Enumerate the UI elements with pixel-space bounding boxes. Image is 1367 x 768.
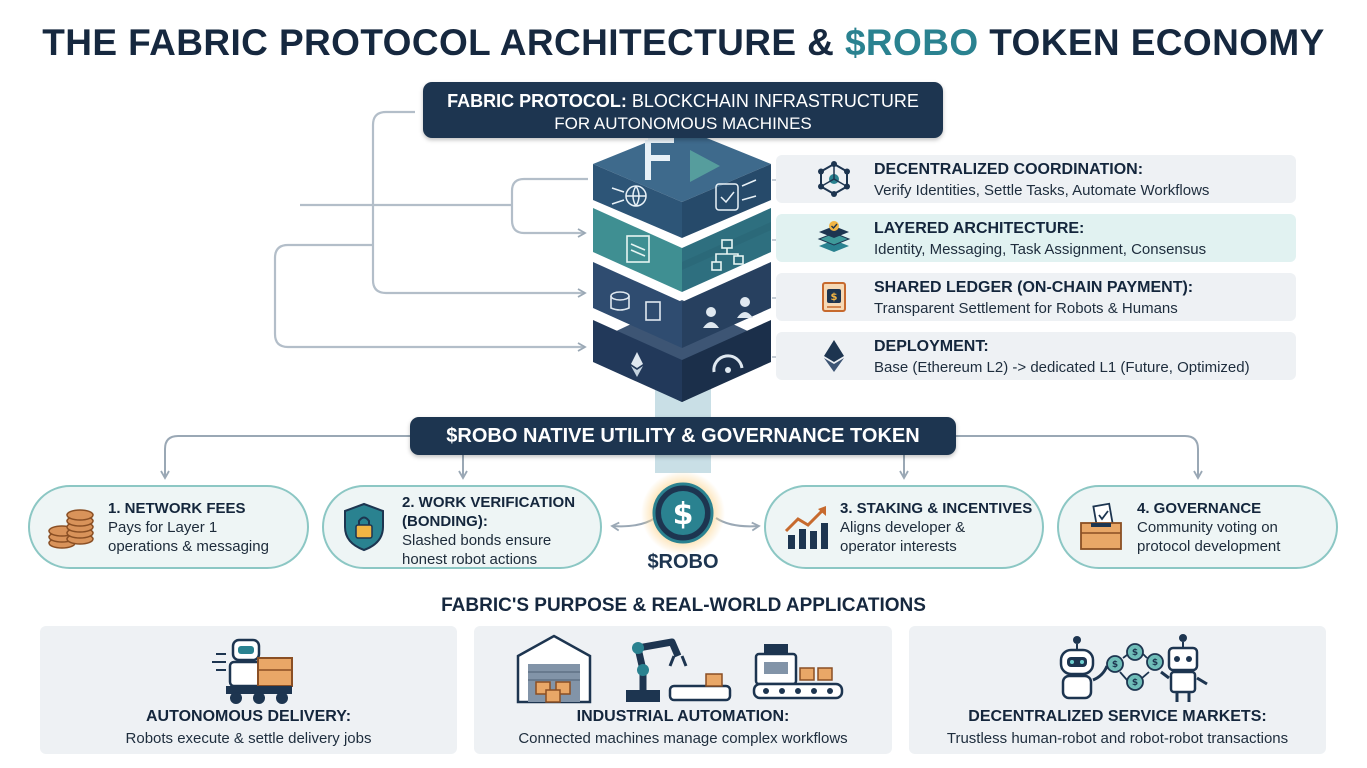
layer-box-architecture: LAYERED ARCHITECTURE: Identity, Messagin… (776, 214, 1296, 262)
page-title: THE FABRIC PROTOCOL ARCHITECTURE & $ROBO… (0, 22, 1367, 64)
robot-exchange-icon: $ $ $ $ (1059, 634, 1208, 702)
utility-governance: 4. GOVERNANCE Community voting on protoc… (1057, 485, 1338, 569)
app-industrial-automation: INDUSTRIAL AUTOMATION: Connected machine… (474, 626, 892, 754)
utility-line: Slashed bonds ensure (402, 532, 552, 549)
utility-line: Aligns developer & (840, 519, 966, 536)
layer-description: Transparent Settlement for Robots & Huma… (874, 300, 1178, 317)
protocol-banner-rest: BLOCKCHAIN INFRASTRUCTURE (626, 91, 919, 111)
layer-box-coordination: DECENTRALIZED COORDINATION: Verify Ident… (776, 155, 1296, 203)
growth-chart-icon (784, 506, 828, 549)
coin-stack-icon (48, 509, 94, 549)
svg-text:$: $ (673, 497, 694, 532)
svg-text:$: $ (1112, 660, 1118, 670)
layer-box-deployment: DEPLOYMENT: Base (Ethereum L2) -> dedica… (776, 332, 1296, 380)
utility-network-fees: 1. NETWORK FEES Pays for Layer 1 operati… (28, 485, 309, 569)
layer-box-ledger: $ SHARED LEDGER (ON-CHAIN PAYMENT): Tran… (776, 273, 1296, 321)
svg-text:$: $ (1152, 658, 1158, 668)
layer-heading: DEPLOYMENT: (874, 338, 989, 355)
svg-text:$: $ (1132, 648, 1138, 658)
layered-architecture-block (593, 208, 771, 292)
utility-line: operations & messaging (108, 538, 269, 555)
utility-text: 3. STAKING & INCENTIVES Aligns developer… (840, 499, 1032, 556)
delivery-robot-icon (212, 638, 293, 704)
utility-work-verification: 2. WORK VERIFICATION (BONDING): Slashed … (322, 485, 602, 569)
layer-description: Identity, Messaging, Task Assignment, Co… (874, 241, 1207, 258)
app-description: Robots execute & settle delivery jobs (125, 730, 372, 747)
title-accent: $ROBO (844, 22, 979, 63)
utility-heading-line2: (BONDING): (402, 513, 488, 530)
utility-heading: 4. GOVERNANCE (1137, 500, 1262, 517)
protocol-banner-line2: FOR AUTONOMOUS MACHINES (554, 114, 812, 133)
utility-line: protocol development (1137, 538, 1281, 555)
coordination-block (593, 128, 771, 238)
right-layer-connectors (772, 179, 812, 358)
title-suffix: TOKEN ECONOMY (978, 22, 1325, 63)
app-autonomous-delivery: AUTONOMOUS DELIVERY: Robots execute & se… (40, 626, 457, 754)
utility-text: 1. NETWORK FEES Pays for Layer 1 operati… (108, 499, 269, 556)
utility-heading: 3. STAKING & INCENTIVES (840, 500, 1033, 517)
utility-text: 4. GOVERNANCE Community voting on protoc… (1137, 499, 1280, 556)
app-description: Connected machines manage complex workfl… (518, 730, 848, 747)
left-feedback-connectors (273, 110, 588, 352)
ledger-block (593, 262, 771, 348)
protocol-banner: FABRIC PROTOCOL: BLOCKCHAIN INFRASTRUCTU… (423, 82, 943, 138)
purpose-title: FABRIC'S PURPOSE & REAL-WORLD APPLICATIO… (441, 595, 926, 616)
layer-description: Base (Ethereum L2) -> dedicated L1 (Futu… (874, 359, 1250, 376)
app-heading: AUTONOMOUS DELIVERY: (145, 708, 352, 725)
token-banner: $ROBO NATIVE UTILITY & GOVERNANCE TOKEN (410, 417, 956, 455)
app-heading: INDUSTRIAL AUTOMATION: (576, 708, 790, 725)
robo-token-label: $ROBO (647, 551, 719, 573)
layer-heading: SHARED LEDGER (ON-CHAIN PAYMENT): (874, 279, 1194, 296)
robo-coin-icon: $ (641, 471, 725, 555)
app-heading: DECENTRALIZED SERVICE MARKETS: (968, 708, 1267, 725)
protocol-banner-bold: FABRIC PROTOCOL: (447, 91, 627, 111)
utility-line: operator interests (840, 538, 957, 555)
shield-lock-icon (344, 502, 384, 552)
svg-text:$: $ (1132, 678, 1138, 688)
factory-robot-arm-icon (516, 634, 844, 704)
layer-heading: DECENTRALIZED COORDINATION: (874, 161, 1144, 178)
utility-text: 2. WORK VERIFICATION (BONDING): Slashed … (402, 493, 575, 569)
ethereum-icon (824, 340, 844, 372)
utility-heading: 2. WORK VERIFICATION (402, 494, 576, 511)
title-prefix: THE FABRIC PROTOCOL ARCHITECTURE & (42, 22, 845, 63)
utility-line: honest robot actions (402, 551, 538, 568)
app-service-markets: $ $ $ $ DECENTRALIZED SERVICE MARKETS: Trus… (909, 626, 1326, 754)
stack-pillar-lower (655, 455, 711, 473)
layer-heading: LAYERED ARCHITECTURE: (874, 220, 1085, 237)
ballot-box-icon (1080, 502, 1122, 550)
utility-line: Pays for Layer 1 (108, 519, 218, 536)
utility-staking-incentives: 3. STAKING & INCENTIVES Aligns developer… (764, 485, 1044, 569)
utility-heading: 1. NETWORK FEES (108, 500, 246, 517)
layer-description: Verify Identities, Settle Tasks, Automat… (874, 182, 1210, 199)
layers-icon (817, 221, 851, 252)
ledger-icon: $ (822, 282, 846, 312)
protocol-banner-line1: FABRIC PROTOCOL: BLOCKCHAIN INFRASTRUCTU… (423, 91, 943, 112)
network-hub-icon (818, 161, 850, 197)
svg-text:$: $ (831, 292, 838, 303)
app-description: Trustless human-robot and robot-robot tr… (946, 730, 1289, 747)
utility-line: Community voting on (1137, 519, 1278, 536)
